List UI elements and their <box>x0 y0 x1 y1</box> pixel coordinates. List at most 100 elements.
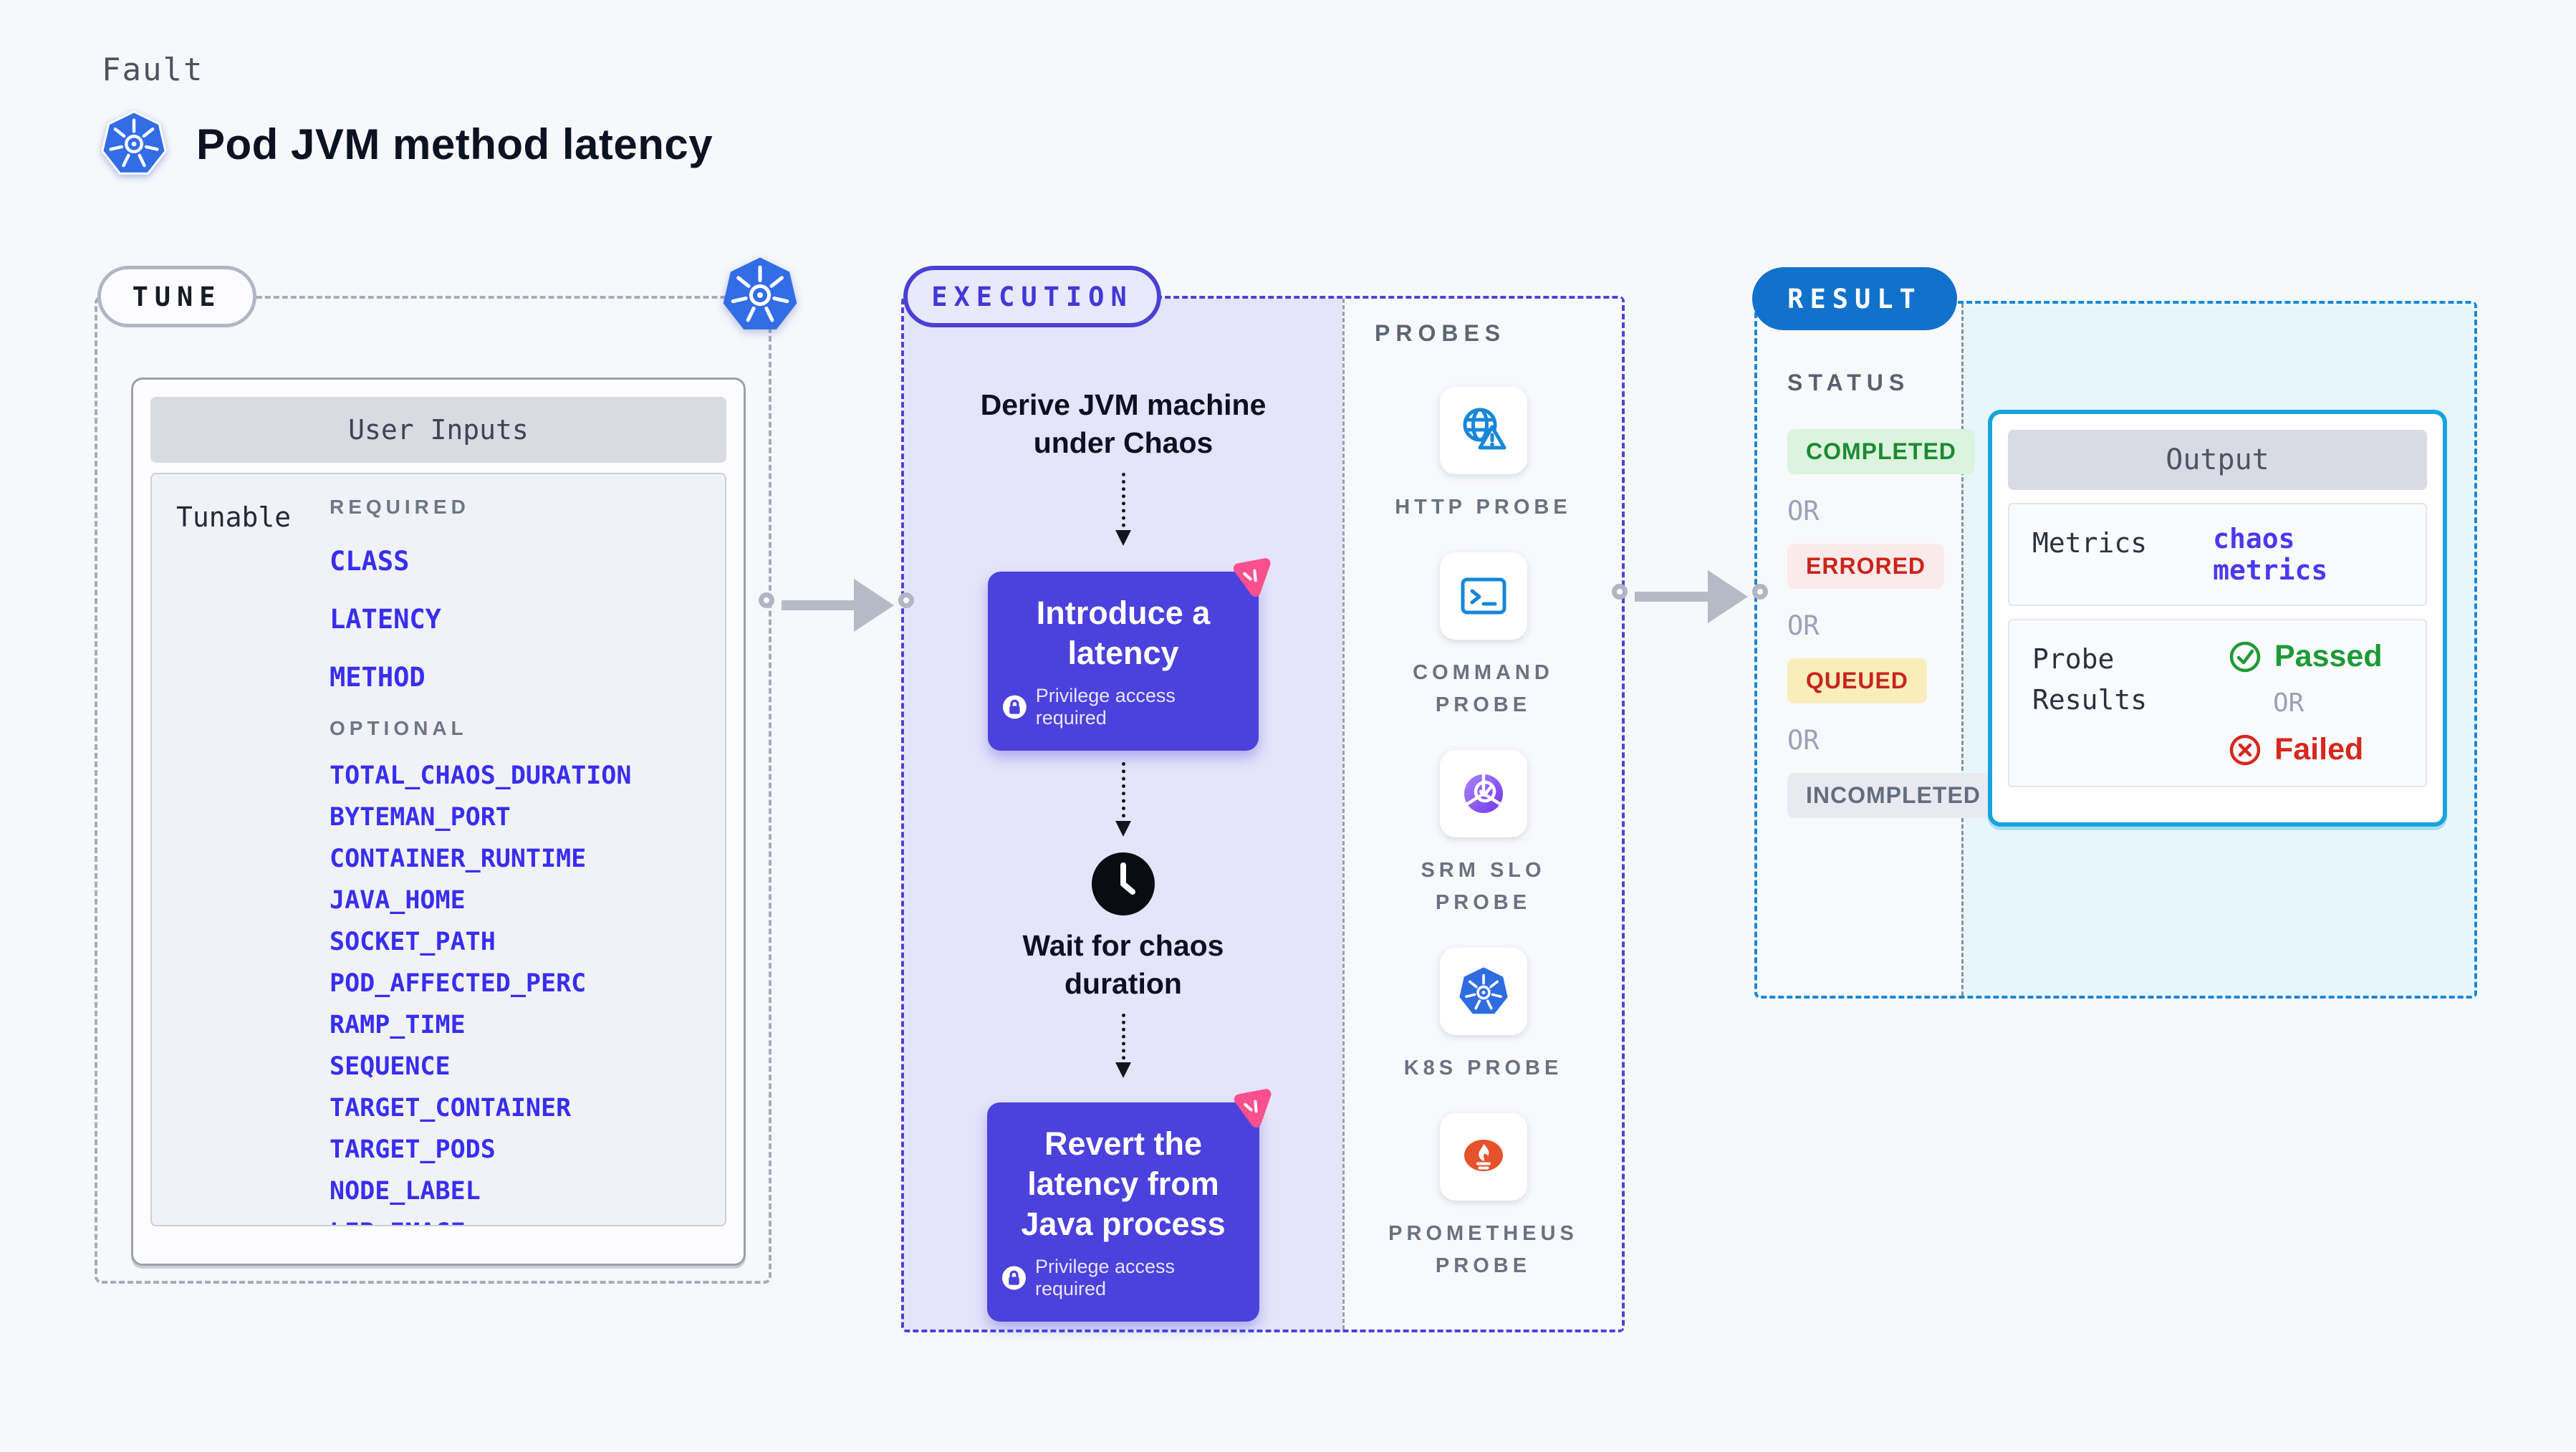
user-inputs-header: User Inputs <box>150 397 726 463</box>
arrow-shaft <box>782 600 857 610</box>
probe-card <box>1439 749 1527 837</box>
user-inputs-card: User Inputs Tunable REQUIRED CLASS LATEN… <box>131 378 746 1266</box>
chaos-experiment-icon <box>1234 1088 1272 1128</box>
fault-kicker: Fault <box>102 52 204 88</box>
failed-line: Failed <box>2229 732 2383 767</box>
privilege-row: Privilege access required <box>1002 685 1244 729</box>
step-wait-duration: Wait for chaos duration <box>1022 929 1224 1001</box>
flow-arrow-down <box>1115 1013 1131 1078</box>
step-derive-jvm: Derive JVM machine under Chaos <box>980 388 1267 460</box>
probe-name: SRM SLO PROBE <box>1421 858 1546 914</box>
probe-results-row: Probe Results Passed OR Faile <box>2008 619 2427 787</box>
tunables-list: REQUIRED CLASS LATENCY METHOD OPTIONAL T… <box>330 496 725 1225</box>
clock-icon <box>1092 852 1155 916</box>
arrow-shaft <box>1635 592 1711 602</box>
probe-results-values: Passed OR Failed <box>2229 639 2383 767</box>
arrow-connector-dot <box>1612 584 1628 600</box>
failed-text: Failed <box>2274 732 2364 766</box>
metrics-value: chaos metrics <box>2213 523 2328 586</box>
probe-name: K8S PROBE <box>1403 1056 1563 1080</box>
metrics-label: Metrics <box>2032 527 2148 559</box>
probe-name: COMMAND PROBE <box>1413 660 1554 716</box>
status-column: STATUS COMPLETED OR ERRORED OR QUEUED OR… <box>1757 304 1999 996</box>
probe-results-label: Probe Results <box>2032 643 2148 716</box>
status-badge-errored: ERRORED <box>1787 544 1945 589</box>
tunable-item: NODE_LABEL <box>330 1177 481 1206</box>
tunable-item: TARGET_PODS <box>330 1135 496 1164</box>
probe-item: PROMETHEUS PROBE <box>1376 1112 1591 1282</box>
or-separator: OR <box>1787 496 1820 527</box>
arrow-head <box>854 579 894 632</box>
kubernetes-icon <box>101 110 167 175</box>
probe-card <box>1439 552 1527 640</box>
arrow-connector-dot <box>759 592 774 608</box>
privilege-note: Privilege access required <box>1034 1256 1176 1300</box>
arrow-head <box>1708 570 1748 623</box>
passed-line: Passed <box>2229 639 2383 674</box>
status-label: STATUS <box>1787 370 1911 395</box>
tunable-item: SEQUENCE <box>330 1052 451 1081</box>
optional-heading: OPTIONAL <box>330 717 468 739</box>
status-badge-incompleted: INCOMPLETED <box>1787 773 1999 818</box>
tunable-item: RAMP_TIME <box>330 1011 466 1039</box>
arrow-connector-dot <box>898 592 914 608</box>
x-circle-icon <box>2229 734 2261 765</box>
probe-item: COMMAND PROBE <box>1376 552 1591 721</box>
execution-section-pill: EXECUTION <box>903 266 1161 327</box>
tunable-item: CONTAINER_RUNTIME <box>330 845 587 873</box>
tunable-item: POD_AFFECTED_PERC <box>330 969 587 998</box>
prometheus-probe-icon <box>1464 1139 1503 1171</box>
step-title: Introduce a latency <box>1036 594 1211 671</box>
execution-section: Derive JVM machine under Chaos Introduce… <box>901 296 1625 1332</box>
metrics-row: Metrics chaos metrics <box>2008 503 2427 606</box>
chaos-experiment-icon <box>1233 557 1271 597</box>
http-probe-icon <box>1463 408 1506 450</box>
tunable-item: METHOD <box>330 662 426 693</box>
probe-card <box>1439 387 1527 474</box>
lock-icon <box>1002 695 1027 719</box>
tunable-item: BYTEMAN_PORT <box>330 803 511 832</box>
probe-item: K8S PROBE <box>1376 947 1591 1085</box>
probe-card <box>1439 947 1527 1035</box>
step-introduce-latency: Introduce a latency Privilege access req… <box>988 557 1271 751</box>
output-header: Output <box>2008 430 2427 490</box>
probe-item: HTTP PROBE <box>1376 387 1591 524</box>
check-circle-icon <box>2229 641 2261 672</box>
tunable-item: JAVA_HOME <box>330 886 466 915</box>
tunable-item: LATENCY <box>330 604 441 635</box>
probe-name: PROMETHEUS PROBE <box>1388 1221 1578 1277</box>
probe-card <box>1439 1112 1527 1201</box>
privilege-note: Privilege access required <box>1035 685 1176 729</box>
tunable-item: LIB_IMAGE <box>330 1218 725 1225</box>
page-title: Pod JVM method latency <box>196 120 713 168</box>
srm-slo-probe-icon <box>1464 771 1503 813</box>
title-row: Pod JVM method latency <box>99 107 713 181</box>
tunable-item: CLASS <box>330 546 410 577</box>
status-badge-queued: QUEUED <box>1787 658 1927 703</box>
required-heading: REQUIRED <box>330 496 470 518</box>
tunable-item: TARGET_CONTAINER <box>330 1094 572 1122</box>
tunable-item: TOTAL_CHAOS_DURATION <box>330 761 632 790</box>
step-title: Revert the latency from Java process <box>1021 1125 1226 1243</box>
probes-label: PROBES <box>1375 320 1506 346</box>
kubernetes-corner-icon <box>723 257 797 330</box>
status-badge-completed: COMPLETED <box>1787 429 1975 474</box>
step-revert-latency: Revert the latency from Java process Pri… <box>987 1088 1272 1322</box>
or-separator: OR <box>2273 688 2305 718</box>
tunable-row-label: Tunable <box>176 501 292 533</box>
output-card: Output Metrics chaos metrics Probe Resul… <box>1988 410 2447 827</box>
command-probe-icon <box>1461 577 1506 615</box>
tune-section: User Inputs Tunable REQUIRED CLASS LATEN… <box>95 296 772 1284</box>
probes-list: HTTP PROBE COMMAND PROBE <box>1345 387 1622 1311</box>
execution-flow: Derive JVM machine under Chaos Introduce… <box>904 299 1342 1330</box>
or-separator: OR <box>1787 610 1820 641</box>
tunable-item: SOCKET_PATH <box>330 928 496 956</box>
arrow-connector-dot <box>1752 584 1768 600</box>
or-separator: OR <box>1787 725 1820 756</box>
lock-icon <box>1001 1266 1026 1290</box>
k8s-probe-icon <box>1458 967 1508 1014</box>
tunables-panel: Tunable REQUIRED CLASS LATENCY METHOD OP… <box>150 473 726 1226</box>
probe-name: HTTP PROBE <box>1395 496 1572 519</box>
flow-arrow-down <box>1115 472 1131 546</box>
